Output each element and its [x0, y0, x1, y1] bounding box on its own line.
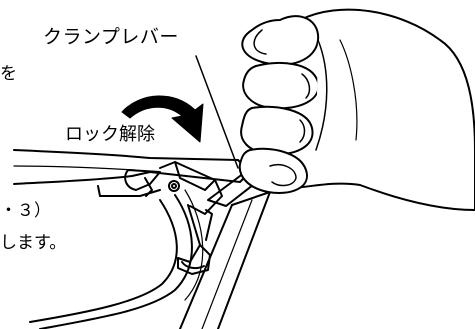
text-fragment-reference: ・３） [0, 201, 53, 221]
label-leader-line [195, 55, 239, 169]
text-fragment-object-particle: を [0, 64, 17, 84]
clamp-lever-label: クランプレバー [43, 26, 179, 48]
lock-release-label: ロック解除 [63, 124, 157, 145]
curved-arrow-icon [121, 95, 204, 143]
clamp-bracket [97, 161, 223, 275]
frame-rail [179, 191, 271, 329]
hand-illustration [238, 8, 475, 211]
lower-tube [29, 189, 204, 329]
text-fragment-sentence-end: します。 [0, 233, 67, 253]
